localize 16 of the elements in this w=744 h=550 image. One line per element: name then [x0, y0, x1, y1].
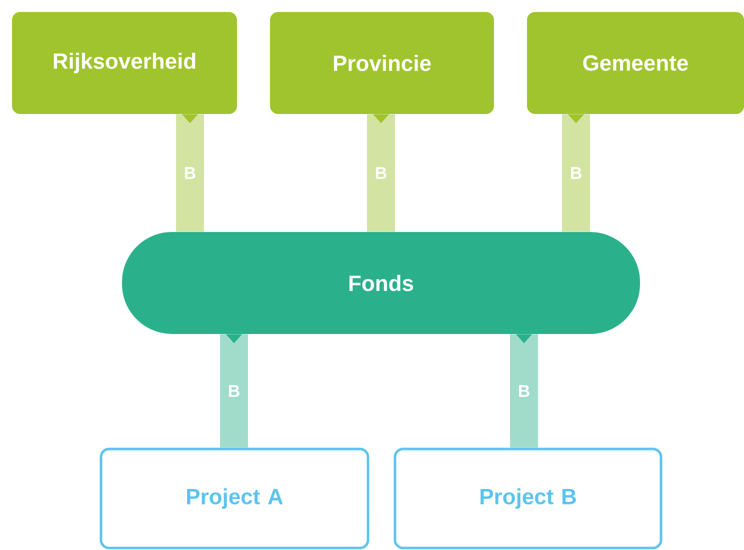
- edge-label: B: [226, 384, 242, 398]
- edge-label: B: [182, 166, 198, 180]
- fund-pill: Fonds: [122, 232, 640, 334]
- funder-box: Rijksoverheid: [12, 12, 237, 114]
- edge-label: B: [374, 166, 388, 180]
- connector-bar: [367, 114, 395, 232]
- edge-label: B: [516, 384, 532, 398]
- project-box: Project A: [100, 448, 370, 550]
- edge-label: B: [568, 166, 584, 180]
- connector-bar: [510, 334, 538, 448]
- connector-bar: [176, 114, 204, 232]
- connector-bar: [220, 334, 248, 448]
- funder-box: Provincie: [270, 12, 494, 114]
- project-box: Project B: [394, 448, 662, 550]
- funder-box: Gemeente: [527, 12, 744, 114]
- connector-bar: [562, 114, 590, 232]
